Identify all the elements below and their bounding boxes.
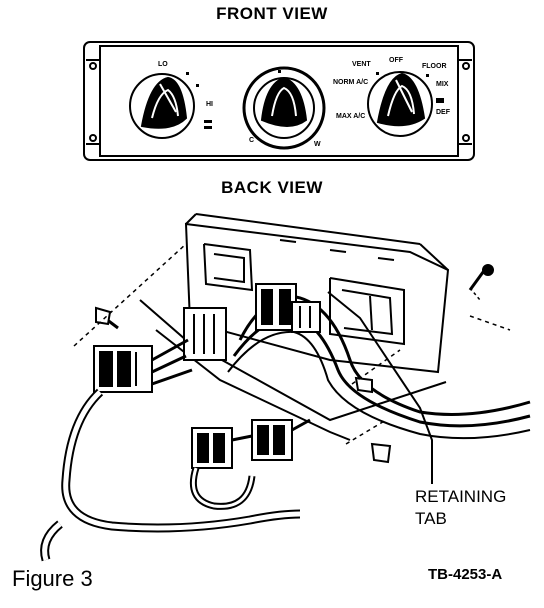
label-floor: FLOOR <box>422 63 447 70</box>
label-w: W <box>314 141 321 148</box>
temperature-knob <box>242 66 326 150</box>
blower-knob <box>129 73 195 139</box>
front-panel <box>83 41 475 161</box>
back-view-assembly <box>40 213 531 562</box>
label-lo: LO <box>158 61 168 68</box>
label-off: OFF <box>389 57 404 64</box>
knob-labels: LO HI C W VENT OFF FLOOR NORM A/C MAX A/… <box>158 57 451 148</box>
label-c: C <box>249 137 254 144</box>
knob-ticks <box>186 70 444 129</box>
mode-knob <box>367 71 433 137</box>
figure-caption: Figure 3 <box>12 566 93 591</box>
back-view-title: BACK VIEW <box>221 178 323 197</box>
reference-code: TB-4253-A <box>428 566 503 583</box>
label-vent: VENT <box>352 61 371 68</box>
label-max-ac: MAX A/C <box>336 113 365 120</box>
front-view-title: FRONT VIEW <box>216 4 328 23</box>
callout-line-1: RETAINING <box>415 487 506 506</box>
label-hi: HI <box>206 101 213 108</box>
label-norm-ac: NORM A/C <box>333 79 368 86</box>
callout-line-2: TAB <box>415 509 447 528</box>
label-def: DEF <box>436 109 451 116</box>
label-mix: MIX <box>436 81 449 88</box>
